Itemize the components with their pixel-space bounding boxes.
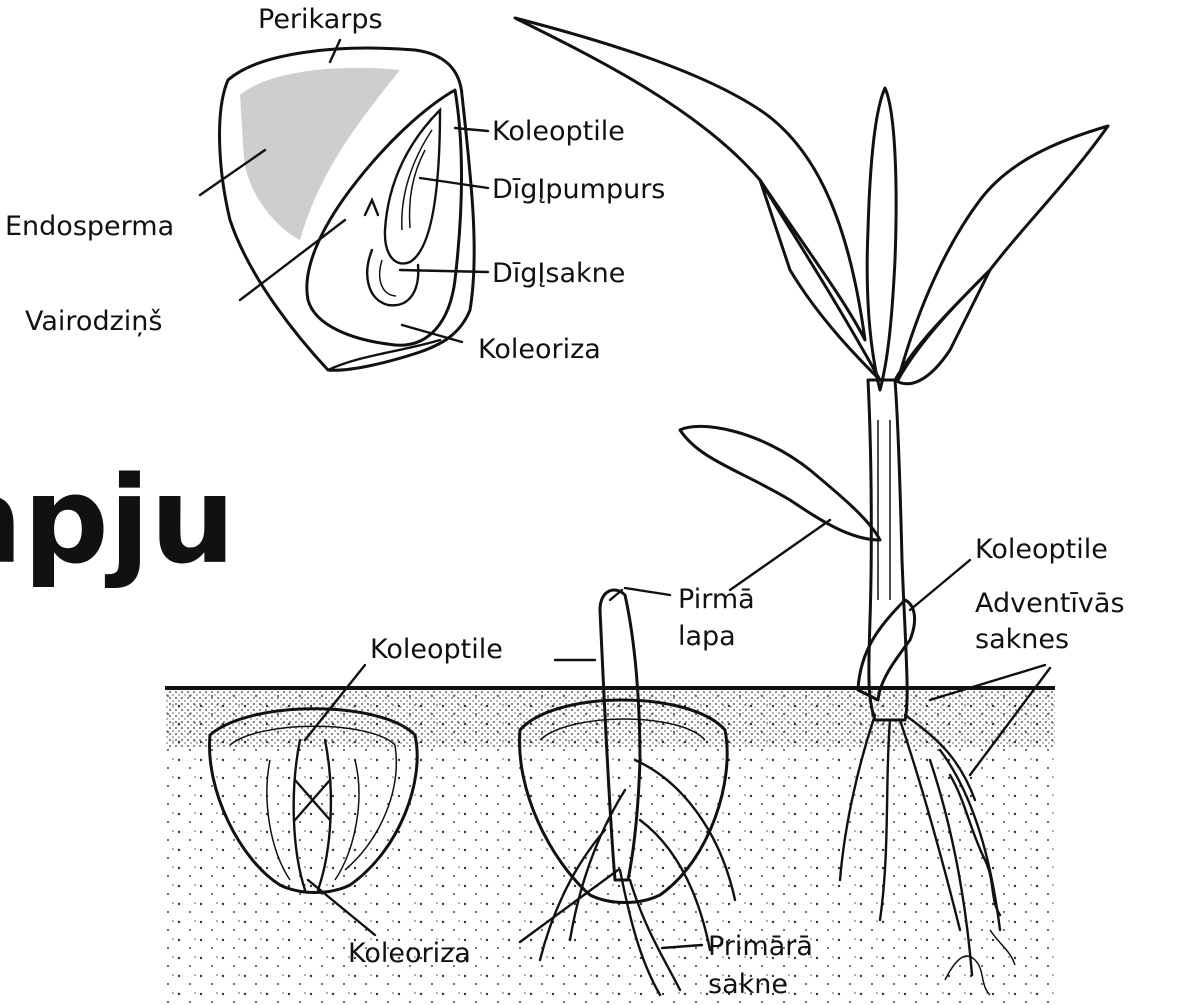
soil — [165, 688, 1055, 1005]
label-first-leaf-line2: lapa — [678, 621, 736, 652]
label-pericarp: Perikarps — [258, 4, 383, 35]
seed-cross-section — [220, 48, 475, 370]
endosperm-shading — [240, 68, 400, 240]
label-endosperm: Endosperma — [5, 211, 174, 242]
label-primary-root-line2: sakne — [708, 969, 788, 1000]
label-scutellum: Vairodziņš — [25, 306, 162, 337]
leader-plumule — [420, 178, 488, 188]
label-coleorhiza-seed: Koleoriza — [478, 334, 601, 365]
leader-first-leaf-2 — [730, 520, 830, 590]
label-coleoptile-right: Koleoptile — [975, 534, 1108, 565]
label-primary-root-line1: Primārā — [708, 931, 813, 962]
label-coleorhiza-bottom: Koleoriza — [348, 938, 471, 969]
leader-coleoptile-right — [910, 560, 970, 610]
label-first-leaf-line1: Pirmā — [678, 584, 755, 615]
slide-title-fragment: apju — [0, 452, 235, 591]
label-plumule: DīgĮpumpurs — [492, 174, 665, 205]
label-adventitious-line2: saknes — [975, 624, 1069, 655]
leader-first-leaf — [625, 588, 670, 595]
leader-pericarp — [330, 40, 340, 62]
label-radicle: DīgĮsakne — [492, 258, 625, 289]
label-coleoptile-center: Koleoptile — [370, 634, 503, 665]
label-adventitious-line1: Adventīvās — [975, 588, 1125, 619]
label-coleoptile-seed: Koleoptile — [492, 116, 625, 147]
